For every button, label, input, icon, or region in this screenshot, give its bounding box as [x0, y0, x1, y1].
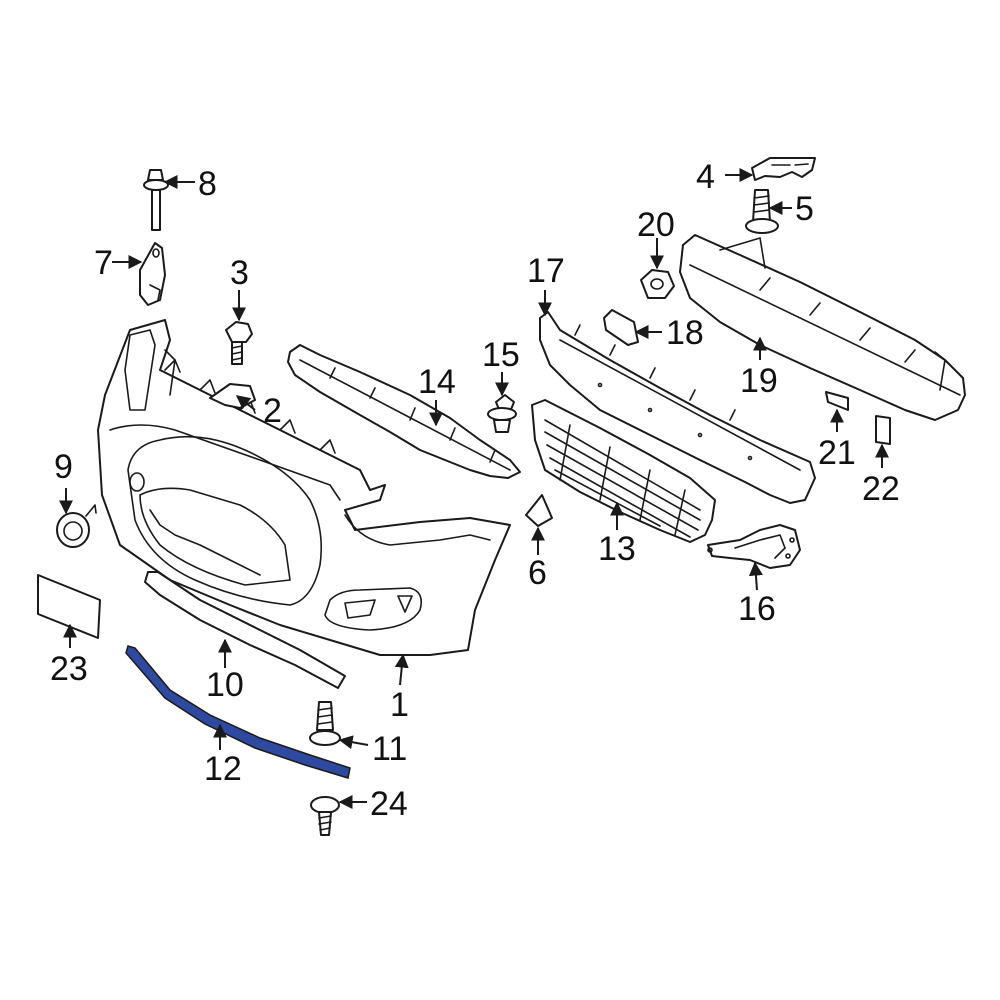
callout-8: 8	[198, 165, 217, 203]
small-clip[interactable]	[525, 494, 553, 527]
upper-absorber[interactable]	[287, 344, 521, 479]
bolt-3[interactable]	[225, 321, 253, 365]
callout-21: 21	[818, 434, 856, 472]
callout-10: 10	[206, 666, 244, 704]
lower-strip[interactable]	[144, 571, 346, 689]
screw-24[interactable]	[310, 796, 340, 836]
impact-bar[interactable]	[679, 234, 966, 421]
callout-5: 5	[795, 190, 814, 228]
callout-18: 18	[666, 314, 704, 352]
lower-molding-highlighted[interactable]	[125, 645, 351, 779]
tag-22[interactable]	[875, 415, 891, 445]
callout-19: 19	[740, 362, 778, 400]
small-tag-21[interactable]	[825, 391, 849, 411]
callout-15: 15	[482, 336, 520, 374]
callout-2: 2	[263, 392, 282, 430]
callout-16: 16	[738, 590, 776, 628]
callout-11: 11	[372, 730, 407, 768]
side-bracket[interactable]	[139, 242, 166, 306]
callout-20: 20	[637, 206, 675, 244]
nut-20[interactable]	[640, 269, 675, 299]
callout-23: 23	[50, 650, 88, 688]
label-plate-18[interactable]	[603, 309, 639, 346]
license-plate-bracket[interactable]	[37, 574, 101, 639]
lower-grille[interactable]	[531, 399, 716, 543]
callout-7: 7	[94, 244, 113, 282]
screw-5[interactable]	[745, 189, 779, 234]
push-pin[interactable]	[143, 169, 169, 231]
callout-3: 3	[230, 254, 249, 292]
screw-11[interactable]	[309, 701, 341, 746]
clip-15[interactable]	[487, 394, 517, 433]
callout-6: 6	[528, 554, 547, 592]
callout-1: 1	[390, 686, 409, 724]
lower-corner-bracket[interactable]	[707, 524, 801, 569]
callout-4: 4	[696, 158, 715, 196]
callout-22: 22	[862, 470, 900, 508]
callout-24: 24	[370, 785, 408, 823]
callout-17: 17	[527, 252, 565, 290]
callout-12: 12	[204, 750, 242, 788]
lower-reinforcement[interactable]	[539, 311, 816, 504]
callout-9: 9	[54, 448, 73, 486]
callout-labels: 1 2 3 4 5 6 7 8 9 10 11 12 13 14 15 16 1…	[50, 158, 900, 823]
fog-lamp-cap[interactable]	[56, 504, 97, 548]
leader-lines	[59, 168, 889, 809]
callout-14: 14	[418, 363, 456, 401]
upper-bracket[interactable]	[751, 157, 816, 181]
callout-13: 13	[598, 530, 636, 568]
